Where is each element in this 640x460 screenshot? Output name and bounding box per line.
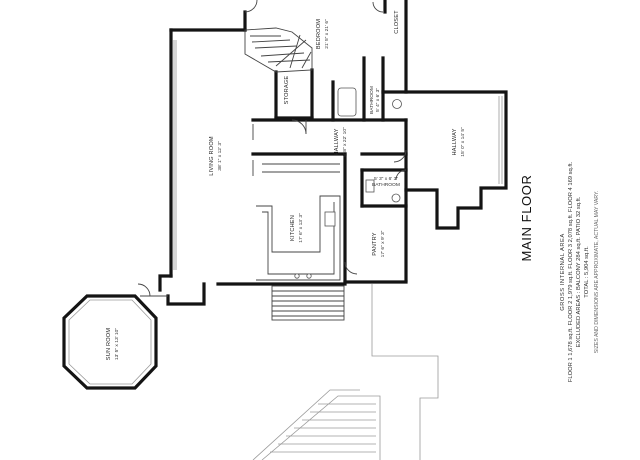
living-room-dims: 38' 1" x 12' 3"	[217, 141, 223, 171]
doors	[137, 0, 407, 297]
kitchen-dims: 17' 6" x 13' 3"	[298, 213, 304, 243]
bedroom-name: BEDROOM	[316, 19, 322, 49]
hallway-right-dims: 15' 0" x 14' 5"	[460, 127, 466, 157]
area-excluded: EXCLUDED AREAS : BALCONY 284 sq.ft. PATI…	[576, 196, 582, 347]
bathroom-upper-dims: 5' 4" x 6' 3"	[375, 88, 381, 112]
exterior-walls	[158, 0, 508, 306]
room-label-closet: CLOSET	[394, 10, 400, 34]
pantry-dims: 17' 6" x 9' 3"	[380, 230, 386, 257]
hallway-center-name: HALLWAY	[334, 128, 340, 155]
storage-name: STORAGE	[284, 76, 290, 105]
room-label-storage: STORAGE	[284, 76, 290, 105]
kitchen-counters	[256, 195, 341, 281]
room-label-sun-room: SUN ROOM 13' 5" x 13' 10"	[106, 328, 120, 361]
living-kitchen-divider	[252, 124, 340, 176]
hallway-right-name: HALLWAY	[452, 128, 458, 155]
room-label-kitchen: KITCHEN 17' 6" x 13' 3"	[290, 213, 304, 243]
floor-title: MAIN FLOOR	[519, 175, 534, 262]
area-summary: GROSS INTERNAL AREA FLOOR 1 1,678 sq.ft.…	[560, 161, 600, 382]
room-label-bathroom-lower: BATHROOM 5' 3" x 6' 3"	[372, 176, 400, 188]
staircase-lower	[271, 285, 345, 321]
room-label-hallway-right: HALLWAY 15' 0" x 14' 5"	[452, 127, 466, 157]
bathroom-lower-dims: 5' 3" x 6' 3"	[374, 176, 398, 182]
room-label-hallway-center: HALLWAY 6' 8" x 22' 10"	[334, 127, 348, 157]
room-label-bathroom-upper: BATHROOM 5' 4" x 6' 3"	[369, 86, 381, 114]
sun-room-walls	[62, 294, 168, 390]
sun-room-dims: 13' 5" x 13' 10"	[114, 328, 120, 361]
hallway-center-dims: 6' 8" x 22' 10"	[342, 127, 348, 157]
bathroom-upper-name: BATHROOM	[369, 86, 375, 114]
area-heading: GROSS INTERNAL AREA	[560, 233, 566, 311]
area-floors: FLOOR 1 1,678 sq.ft. FLOOR 2 1,979 sq.ft…	[568, 161, 574, 382]
floor-title-group: MAIN FLOOR	[519, 175, 534, 262]
bedroom-dims: 21' 5" x 21' 6"	[324, 19, 330, 49]
living-room-name: LIVING ROOM	[209, 136, 215, 176]
windows	[173, 40, 503, 270]
pantry-name: PANTRY	[372, 232, 378, 255]
room-label-bedroom: BEDROOM 21' 5" x 21' 6"	[316, 19, 330, 49]
room-label-living-room: LIVING ROOM 38' 1" x 12' 3"	[209, 136, 223, 176]
staircase-upper	[244, 27, 313, 73]
area-disclaimer: SIZES AND DIMENSIONS ARE APPROXIMATE, AC…	[594, 191, 600, 353]
closet-name: CLOSET	[394, 10, 400, 34]
deck-outline	[252, 284, 439, 460]
room-label-pantry: PANTRY 17' 6" x 9' 3"	[372, 230, 386, 257]
sun-room-name: SUN ROOM	[106, 328, 112, 361]
bathroom-lower-name: BATHROOM	[372, 182, 400, 188]
kitchen-name: KITCHEN	[290, 215, 296, 241]
bathroom-fixtures	[337, 87, 402, 203]
area-total: TOTAL : 5,904 sq.ft.	[584, 246, 590, 298]
